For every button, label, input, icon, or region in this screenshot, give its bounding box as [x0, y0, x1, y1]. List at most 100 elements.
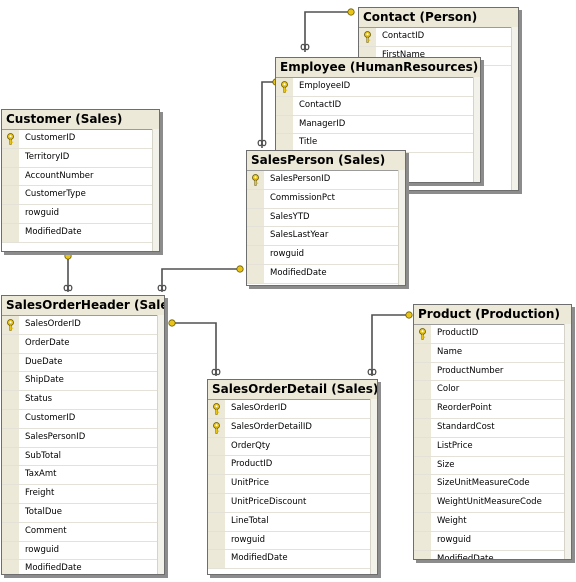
column-name: CommissionPct: [270, 192, 335, 203]
column-row[interactable]: CustomerType: [2, 186, 159, 206]
column-row[interactable]: OrderQty: [208, 437, 377, 457]
row-selector: [2, 522, 19, 541]
column-row[interactable]: ReorderPoint: [414, 400, 571, 419]
scrollbar[interactable]: [473, 77, 480, 182]
column-name: ModifiedDate: [231, 553, 288, 564]
column-row[interactable]: ProductID: [208, 456, 377, 476]
table-title[interactable]: Contact (Person): [359, 8, 518, 28]
column-row[interactable]: UnitPriceDiscount: [208, 493, 377, 513]
column-row[interactable]: ModifiedDate: [247, 264, 405, 284]
column-row[interactable]: Size: [414, 456, 571, 476]
column-row[interactable]: AccountNumber: [2, 167, 159, 187]
column-row[interactable]: ModifiedDate: [2, 560, 164, 574]
column-row[interactable]: ModifiedDate: [2, 223, 159, 243]
column-name: SalesYTD: [270, 211, 310, 222]
table-title[interactable]: Customer (Sales): [2, 110, 159, 130]
column-row[interactable]: Name: [414, 343, 571, 363]
scrollbar[interactable]: [564, 324, 571, 559]
table-salesperson[interactable]: SalesPerson (Sales) SalesPersonID Commiss…: [246, 150, 406, 286]
column-row[interactable]: OrderDate: [2, 334, 164, 354]
column-row[interactable]: Freight: [2, 485, 164, 504]
column-row[interactable]: SizeUnitMeasureCode: [414, 475, 571, 495]
table-title[interactable]: Employee (HumanResources): [276, 58, 480, 78]
column-name: SizeUnitMeasureCode: [437, 478, 530, 489]
relationship-salesorderheader-salesorderdetail[interactable]: [169, 322, 217, 376]
key-icon: [208, 400, 225, 418]
column-row[interactable]: DueDate: [2, 353, 164, 373]
column-row[interactable]: rowguid: [208, 531, 377, 551]
relationship-salesperson-salesorderheader[interactable]: [161, 268, 243, 292]
column-row[interactable]: EmployeeID: [276, 78, 480, 97]
scrollbar[interactable]: [157, 315, 164, 574]
relationship-product-salesorderdetail[interactable]: [371, 314, 412, 376]
column-row[interactable]: WeightUnitMeasureCode: [414, 494, 571, 513]
column-row[interactable]: ContactID: [359, 28, 518, 47]
column-name: rowguid: [437, 534, 471, 545]
column-name: ContactID: [382, 31, 425, 41]
column-name: Comment: [25, 525, 67, 536]
table-title[interactable]: SalesOrderDetail (Sales): [208, 380, 377, 400]
column-name: StandardCost: [437, 421, 495, 432]
column-row[interactable]: ManagerID: [276, 115, 480, 135]
column-row[interactable]: rowguid: [2, 205, 159, 224]
column-row[interactable]: SalesPersonID: [2, 428, 164, 448]
table-title[interactable]: SalesOrderHeader (Sales: [2, 296, 164, 316]
column-row[interactable]: ListPrice: [414, 437, 571, 457]
column-row[interactable]: SalesPersonID: [247, 171, 405, 190]
column-row[interactable]: SubTotal: [2, 447, 164, 467]
column-name: rowguid: [25, 544, 59, 555]
row-selector: [2, 428, 19, 447]
column-name: ShipDate: [25, 375, 64, 386]
column-row[interactable]: TaxAmt: [2, 466, 164, 486]
infinity-end-icon: [211, 368, 221, 376]
column-row[interactable]: CommissionPct: [247, 189, 405, 209]
scrollbar[interactable]: [370, 399, 377, 574]
column-name: SalesOrderID: [231, 403, 287, 413]
table-title[interactable]: SalesPerson (Sales): [247, 151, 405, 171]
column-name: Status: [25, 394, 53, 405]
scrollbar[interactable]: [152, 129, 159, 251]
column-row[interactable]: SalesYTD: [247, 208, 405, 228]
column-row[interactable]: ProductID: [414, 325, 571, 344]
column-row[interactable]: CustomerID: [2, 409, 164, 429]
column-name: ModifiedDate: [25, 226, 82, 237]
column-row[interactable]: SalesOrderDetailID: [208, 418, 377, 438]
column-row[interactable]: TotalDue: [2, 503, 164, 523]
column-row[interactable]: rowguid: [414, 531, 571, 551]
scrollbar[interactable]: [511, 27, 518, 190]
column-row[interactable]: TerritoryID: [2, 148, 159, 168]
column-row[interactable]: SalesLastYear: [247, 227, 405, 247]
column-row[interactable]: ShipDate: [2, 372, 164, 392]
column-row[interactable]: rowguid: [2, 541, 164, 561]
column-row[interactable]: Color: [414, 381, 571, 401]
column-row[interactable]: SalesOrderID: [2, 316, 164, 335]
column-row[interactable]: UnitPrice: [208, 475, 377, 494]
column-row[interactable]: StandardCost: [414, 418, 571, 438]
column-name: Title: [299, 137, 318, 148]
row-selector: [2, 503, 19, 522]
column-row[interactable]: Status: [2, 391, 164, 410]
column-row[interactable]: ModifiedDate: [414, 550, 571, 559]
relationship-contact-employee[interactable]: [304, 11, 354, 52]
key-end-icon: [405, 311, 413, 319]
column-row[interactable]: ProductNumber: [414, 362, 571, 382]
column-row[interactable]: CustomerID: [2, 130, 159, 149]
column-row[interactable]: ContactID: [276, 96, 480, 116]
column-row[interactable]: ModifiedDate: [208, 550, 377, 570]
column-row[interactable]: LineTotal: [208, 512, 377, 532]
column-row[interactable]: rowguid: [247, 246, 405, 265]
column-name: FirstName: [382, 49, 425, 60]
scrollbar[interactable]: [398, 170, 405, 285]
column-row[interactable]: SalesOrderID: [208, 400, 377, 419]
table-title[interactable]: Product (Production): [414, 305, 571, 325]
row-selector: [247, 227, 264, 246]
column-row[interactable]: Weight: [414, 512, 571, 532]
row-selector: [2, 409, 19, 428]
column-row[interactable]: Comment: [2, 522, 164, 542]
row-selector: [2, 186, 19, 205]
